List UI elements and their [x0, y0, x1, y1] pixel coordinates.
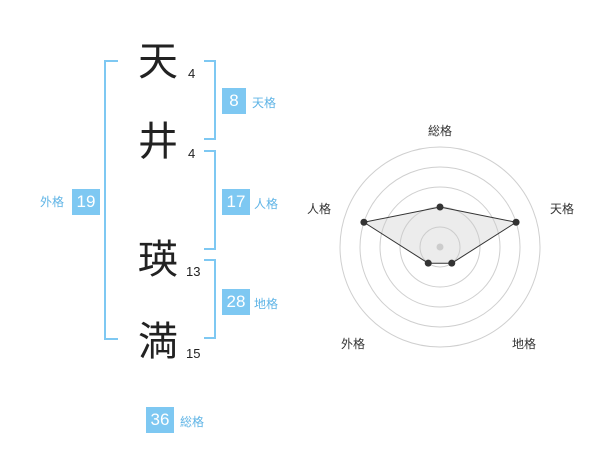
name-char-1: 天	[138, 39, 178, 85]
radar-point-3	[448, 259, 456, 267]
radar-series-area	[362, 206, 518, 264]
stroke-count-3: 13	[186, 264, 201, 279]
stroke-count-2: 4	[188, 146, 196, 161]
jinkaku-bracket	[204, 150, 216, 250]
tenkaku-label: 天格	[252, 96, 277, 110]
jinkaku-value: 17	[222, 189, 250, 215]
radar-axis-label-jinkaku: 人格	[307, 202, 332, 216]
gaikaku-value: 19	[72, 189, 100, 215]
radar-chart	[339, 146, 541, 348]
radar-ring	[359, 166, 521, 328]
stroke-count-4: 15	[186, 346, 201, 361]
soukaku-value: 36	[146, 407, 174, 433]
chikaku-value: 28	[222, 289, 250, 315]
gaikaku-bracket	[104, 60, 118, 340]
name-char-4: 満	[138, 319, 178, 365]
radar-axis-label-gaikaku: 外格	[341, 337, 366, 351]
radar-ring	[379, 186, 501, 308]
radar-point-5	[360, 218, 368, 226]
tenkaku-value: 8	[222, 88, 246, 114]
radar-ring	[339, 146, 541, 348]
soukaku-label: 総格	[180, 415, 205, 429]
radar-point-1	[436, 203, 444, 211]
tenkaku-bracket	[204, 60, 216, 140]
radar-point-2	[512, 218, 520, 226]
radar-ring	[419, 226, 461, 268]
radar-axis-label-chikaku: 地格	[512, 337, 537, 351]
chikaku-label: 地格	[254, 297, 279, 311]
jinkaku-label: 人格	[254, 197, 279, 211]
stroke-count-1: 4	[188, 66, 196, 81]
radar-axis-label-soukaku: 総格	[428, 124, 453, 138]
radar-point-4	[424, 259, 432, 267]
radar-axis-label-tenkaku: 天格	[550, 202, 575, 216]
radar-center-dot	[436, 243, 444, 251]
name-char-3: 瑛	[138, 237, 178, 283]
chikaku-bracket	[204, 259, 216, 339]
name-char-2: 井	[138, 119, 178, 165]
gaikaku-label: 外格	[40, 195, 65, 209]
